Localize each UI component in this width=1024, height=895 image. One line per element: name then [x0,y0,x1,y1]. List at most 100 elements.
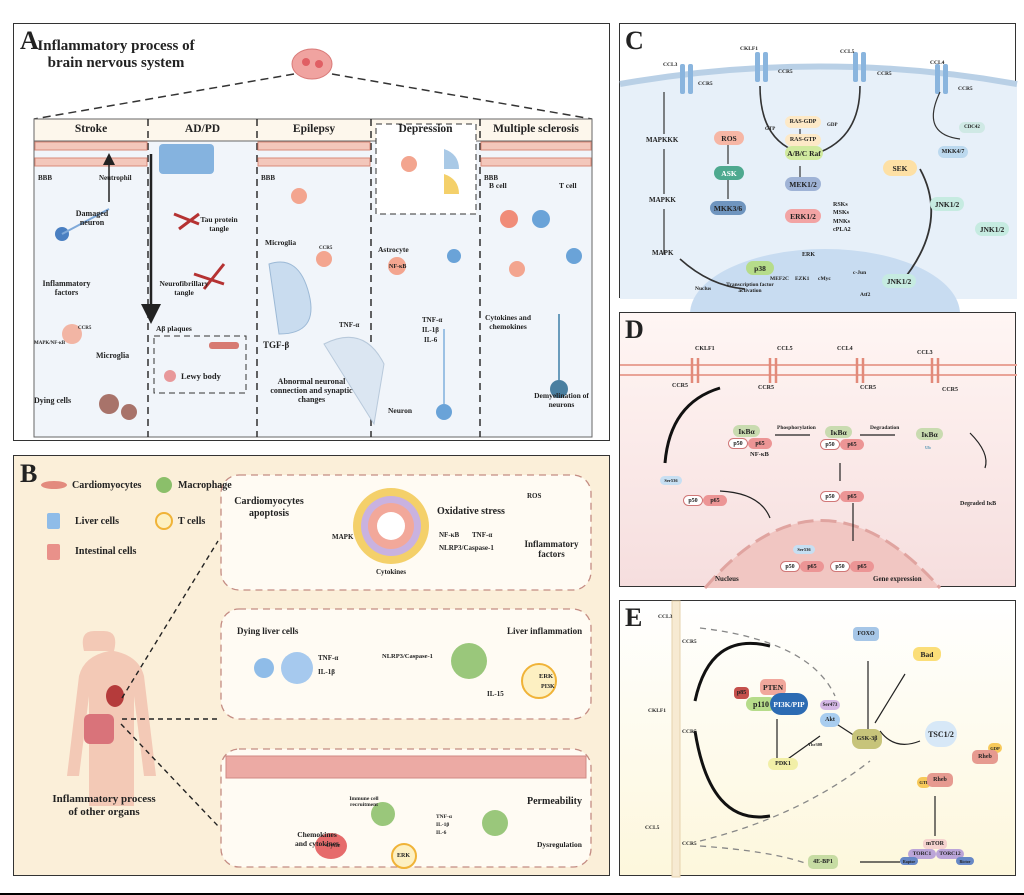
panel-d-graphics [620,358,1017,589]
receptor-ccr5-3: CCR5 [877,71,892,77]
caption-other-organs: Inflammatory process of other organs [52,793,156,818]
legend-intestinal-cells: Intestinal cells [75,546,137,557]
panel-b-label: B [20,459,38,488]
label-lewy-body: Lewy body [181,371,221,381]
node-gdp-e: GDP [988,743,1002,753]
panel-c: C CCL3 CKLF1 CCL5 CCL4 CCR5 CCR5 CCR5 CC… [619,23,1018,379]
receptor-ccr5-e1: CCR5 [682,639,697,645]
legend-macrophage: Macrophage [178,480,232,491]
label-neuron: Neuron [388,406,413,415]
liver-cell-icon [47,513,60,529]
label-tnf-depression: TNF-α [422,316,443,324]
label-nucleus-d: Nucleus [715,575,739,583]
label-gdp-c: GDP [827,123,838,128]
receptor-ccr5-d4: CCR5 [942,387,958,393]
ligand-cklf1-e: CKLF1 [648,708,667,714]
node-akt: Akt [820,713,840,727]
label-il15: IL-15 [487,690,504,698]
label-astrocyte: Astrocyte [378,245,409,254]
label-neutrophil: Neutrophil [99,174,132,182]
node-jnk-2: JNK1/2 [975,222,1009,236]
t-cell-icon [155,512,173,530]
node-p50-6: p50 [830,561,850,572]
label-degraded-ikb: Degraded IκB [960,501,997,507]
label-nfkb-depression: NF-κB [389,264,407,270]
label-inflammatory-factors-heart: Inflammatory factors [524,539,579,560]
node-p65-6: p65 [850,561,874,572]
receptor-ccr5-d2: CCR5 [758,385,774,391]
microglia-icon [291,188,307,204]
node-p50-4: p50 [820,491,840,502]
label-chemokines-cytokines: Chemokines and cytokines [295,830,339,848]
label-tnf-liver: TNF-α [318,654,339,662]
panel-e-graphics [671,600,936,878]
receptor-ccr5-2: CCR5 [778,69,793,75]
node-raf: A/B/C Raf [785,146,823,160]
node-ezk1: EZK1 [795,276,810,282]
macrophage-icon [156,477,172,493]
column-header-depression: Depression [398,123,453,135]
label-il6-gut: IL-6 [436,830,447,836]
label-il1b-depression: IL-1β [422,326,439,334]
label-nfkb-d: NF-κB [750,451,769,458]
cardiomyocyte-icon [41,481,67,489]
target-rsks: RSKs [833,202,848,208]
heart-title: Cardiomyocytes apoptosis [234,496,304,519]
panel-b: B Cardiomyocytes Macrophage Liver cells … [13,455,610,876]
node-p50-3: p50 [683,495,703,506]
node-ikba-2: IκBα [825,426,852,438]
label-mapk: MAPK [332,533,354,541]
label-thr308: Thr308 [808,742,823,747]
label-ccr5-epilepsy: CCR5 [319,246,333,251]
label-cytokines-heart: Cytokines [376,568,406,576]
label-damaged-neuron: Damaged neuron [75,209,109,228]
node-p50-5: p50 [780,561,800,572]
node-raptor: Raptor [900,857,918,865]
panel-d-label: D [625,315,644,344]
label-phosphorylation: Phosphorylation [777,425,816,431]
node-4ebp1: 4E-BP1 [808,855,838,869]
node-jnk-1: JNK1/2 [930,197,964,211]
brain-icon [291,48,333,80]
label-liver-inflammation: Liver inflammation [507,626,583,636]
ligand-ccl4-d: CCL4 [837,346,853,352]
label-oxidative-stress: Oxidative stress [437,506,505,517]
label-ub: Ub [925,445,931,450]
label-demyelination: Demyelination of neurons [534,391,589,409]
ligand-ccl3-e: CCL3 [658,614,673,620]
label-inflammatory-factors: Inflammatory factors [42,279,91,298]
panel-a-title-line2: brain nervous system [47,55,185,72]
label-ros: ROS [527,492,542,500]
node-mapkk: MAPKK [649,196,676,204]
column-header-ms: Multiple sclerosis [493,123,579,135]
node-ask: ASK [714,166,744,180]
node-p85: p85 [734,687,749,699]
node-ikba-3: IκBα [916,428,943,440]
label-nfkb-heart: NF-κB [439,531,460,539]
label-cytokines-chemokines: Cytokines and chemokines [484,313,532,331]
panel-a-title-line1: Inflammatory process of [37,38,195,54]
label-il1b-liver: IL-1β [318,668,335,676]
node-erk: ERK [802,252,816,258]
label-ccr5: CCR5 [78,326,92,331]
node-p38: p38 [746,261,774,275]
intestinal-cell-icon [47,544,60,560]
node-foxo: FOXO [853,627,879,641]
node-gsk3b: GSK-3β [852,729,882,749]
label-dysregulation: Dysregulation [537,840,582,849]
node-p65-1: p65 [748,438,772,449]
label-il1b-gut: IL-1β [436,822,450,828]
label-tgf: TGF-β [263,340,290,350]
label-nlrp3-heart: NLRP3/Caspase-1 [439,544,494,552]
node-ras-gdp: RAS-GDP [785,116,821,128]
label-dying-liver-cells: Dying liver cells [237,626,299,636]
node-gtp-e: GTP [917,777,931,788]
node-erk12: ERK1/2 [785,209,821,223]
label-neurofibrillary-tangle: Neurofibrillary tangle [159,279,209,297]
label-bbb-epilepsy: BBB [261,174,276,182]
node-ras-gtp: RAS-GTP [785,134,821,146]
nucleus-shape [703,519,942,589]
erk-targets: RSKs MSKs MNKs cPLA2 [833,201,851,235]
label-erk-liver: ERK [539,673,554,680]
ligand-ccl4: CCL4 [930,60,945,66]
